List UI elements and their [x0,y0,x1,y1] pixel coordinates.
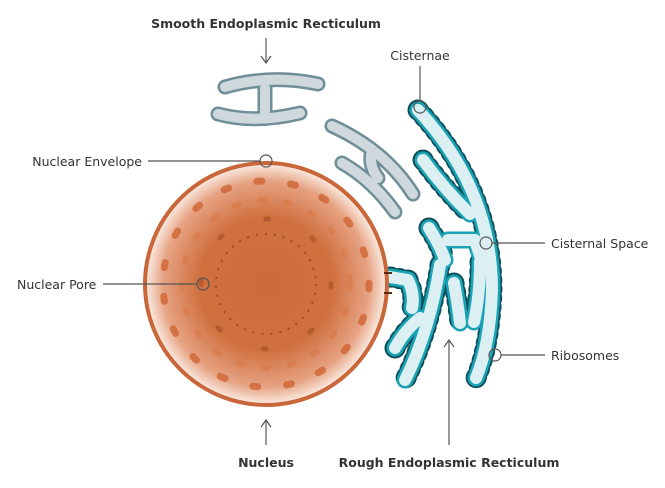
rough-er [379,99,503,391]
smooth-er [210,72,421,220]
label-cisternae: Cisternae [390,48,450,63]
label-ribosomes: Ribosomes [551,348,619,363]
leader-lines [103,38,545,445]
label-nuclear-pore: Nuclear Pore [17,277,97,292]
label-rough-er: Rough Endoplasmic Recticulum [339,455,560,470]
label-smooth-er: Smooth Endoplasmic Recticulum [151,16,381,31]
label-nuclear-envelope: Nuclear Envelope [32,154,142,169]
label-nucleus: Nucleus [238,455,294,470]
label-cisternal-space: Cisternal Space [551,236,649,251]
